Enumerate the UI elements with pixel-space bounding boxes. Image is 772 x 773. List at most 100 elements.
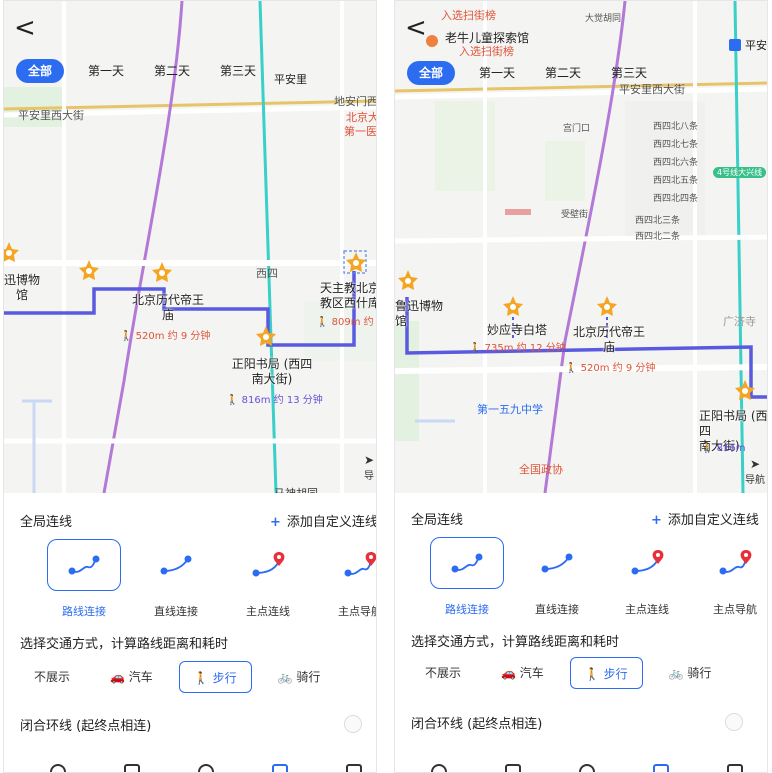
location-pin-icon[interactable] <box>255 325 277 351</box>
location-pin-icon[interactable] <box>345 251 367 277</box>
tab-day-1[interactable]: 第一天 <box>88 64 125 78</box>
distance-label: 🚶 816m <box>701 443 746 454</box>
poi-label: 北京历代帝王庙 <box>572 325 645 354</box>
transport-car[interactable]: 🚗 汽车 <box>501 666 544 680</box>
walk-icon: 🚶 <box>193 671 213 685</box>
transport-bike[interactable]: 🚲 骑行 <box>277 670 321 684</box>
map-view[interactable]: 入选扫街榜 老牛儿童探索馆 入选扫街榜 平安 平安里西大街 大觉胡同 西四北八条… <box>395 1 767 493</box>
location-pin-icon[interactable] <box>4 241 20 267</box>
car-icon: 🚗 <box>501 666 520 680</box>
mode-main-point-line[interactable]: 主点连线 <box>230 539 306 619</box>
map-view[interactable]: < 全部 第一天 第二天 第三天 平安里 平安里西大街 地安门西 北京大 第一医… <box>4 1 376 493</box>
poi-label: 妙应寺白塔 <box>486 323 547 337</box>
transport-options: 不展示 🚗 汽车 🚶 步行 🚲 骑行 <box>411 657 737 689</box>
location-icon[interactable] <box>198 764 214 772</box>
back-button[interactable]: < <box>14 13 36 43</box>
map-label-street: 平安里西大街 <box>619 83 685 96</box>
add-icon[interactable] <box>50 764 66 772</box>
map-label-hospital: 第一医 <box>344 125 376 138</box>
day-tabs: 全部 第一天 第二天 第三天 <box>407 61 677 85</box>
transport-none[interactable]: 不展示 <box>34 670 71 684</box>
mode-line-connect[interactable]: 直线连接 <box>138 539 214 619</box>
distance-label: 🚶 816m 约 13 分钟 <box>226 395 323 406</box>
mode-route-connect[interactable]: 路线连接 <box>429 537 505 617</box>
location-pin-icon[interactable] <box>78 259 100 285</box>
map-label-poi: 老牛儿童探索馆 <box>445 31 530 45</box>
map-label-street: 平安里西大街 <box>18 109 84 122</box>
navigate-icon[interactable]: ➤导航 <box>745 457 765 486</box>
tab-day-3[interactable]: 第三天 <box>220 64 257 78</box>
more-icon[interactable] <box>346 764 362 772</box>
map-label-area: 大觉胡同 <box>585 14 622 24</box>
mode-main-point-nav[interactable]: 主点导航 <box>697 537 767 617</box>
distance-label: 🚶 735m 约 12 分钟 <box>469 343 566 354</box>
add-icon[interactable] <box>431 764 447 772</box>
poi-label: 鲁迅博物馆 <box>395 299 444 328</box>
map-label-area: 西四北四条 <box>653 194 699 204</box>
route-icon[interactable] <box>272 764 288 772</box>
transport-none[interactable]: 不展示 <box>425 666 462 680</box>
poi-label: 正阳书局 (西四南大街) <box>231 357 313 386</box>
transport-walk[interactable]: 🚶 步行 <box>569 657 643 689</box>
navigate-icon[interactable]: ➤导 <box>364 453 375 482</box>
tab-day-1[interactable]: 第一天 <box>479 66 516 80</box>
location-pin-icon[interactable] <box>502 295 524 321</box>
map-label-area: 宫门口 <box>563 124 591 134</box>
location-pin-icon[interactable] <box>151 261 173 287</box>
mode-label: 主点导航 <box>338 605 376 618</box>
map-label-area: 西四北六条 <box>653 158 699 168</box>
plus-icon: + <box>651 513 662 528</box>
mode-main-point-line[interactable]: 主点连线 <box>609 537 685 617</box>
tab-day-2[interactable]: 第二天 <box>545 66 582 80</box>
mode-label: 直线连接 <box>154 605 198 618</box>
transport-walk[interactable]: 🚶 步行 <box>178 661 252 693</box>
map-label-poi: 全国政协 <box>519 463 563 476</box>
bottom-toolbar <box>4 764 376 772</box>
scan-icon[interactable] <box>505 764 521 772</box>
mode-label: 主点连线 <box>246 605 290 618</box>
transport-bike[interactable]: 🚲 骑行 <box>668 666 712 680</box>
transport-options: 不展示 🚗 汽车 🚶 步行 🚲 骑行 <box>20 661 346 693</box>
location-icon[interactable] <box>579 764 595 772</box>
loop-toggle[interactable] <box>344 715 362 733</box>
map-label-metro-line: 4号线大兴线 <box>713 167 767 178</box>
phone-screen-right: 入选扫街榜 老牛儿童探索馆 入选扫街榜 平安 平安里西大街 大觉胡同 西四北八条… <box>394 0 768 773</box>
location-pin-icon[interactable] <box>397 269 419 295</box>
map-label-hospital: 北京大 <box>346 111 376 124</box>
phone-screen-left: < 全部 第一天 第二天 第三天 平安里 平安里西大街 地安门西 北京大 第一医… <box>3 0 377 773</box>
location-pin-icon[interactable] <box>596 295 618 321</box>
back-button[interactable]: < <box>405 13 427 43</box>
poi-label: 迅博物馆 <box>4 273 41 302</box>
poi-label: 正阳书局 (西四南大街) <box>699 409 767 453</box>
loop-toggle[interactable] <box>725 713 743 731</box>
tab-all[interactable]: 全部 <box>16 59 65 83</box>
map-base <box>395 1 767 493</box>
map-label-area: 西四北八条 <box>653 122 699 132</box>
straight-line-icon <box>160 555 192 575</box>
transport-car[interactable]: 🚗 汽车 <box>110 670 153 684</box>
route-curve-icon <box>68 555 100 575</box>
loop-title: 闭合环线 (起终点相连) <box>20 719 152 734</box>
bottom-toolbar <box>395 764 767 772</box>
loop-title: 闭合环线 (起终点相连) <box>411 717 543 732</box>
more-icon[interactable] <box>727 764 743 772</box>
location-pin-icon[interactable] <box>734 379 756 405</box>
tab-day-3[interactable]: 第三天 <box>611 66 648 80</box>
add-custom-connection-button[interactable]: +添加自定义连线 <box>270 515 377 530</box>
mode-line-connect[interactable]: 直线连接 <box>519 537 595 617</box>
route-icon[interactable] <box>653 764 669 772</box>
map-label-area: 受壁街 <box>561 210 589 220</box>
tab-day-2[interactable]: 第二天 <box>154 64 191 78</box>
map-base <box>4 1 376 493</box>
map-label-school: 第一五九中学 <box>477 403 543 416</box>
map-label-metro: 平安 <box>745 39 767 52</box>
add-custom-connection-button[interactable]: +添加自定义连线 <box>651 513 759 528</box>
mode-main-point-nav[interactable]: 主点导航 <box>322 539 376 619</box>
map-label-area: 西四北三条 <box>635 216 681 226</box>
tab-all[interactable]: 全部 <box>407 61 456 85</box>
mode-route-connect[interactable]: 路线连接 <box>46 539 122 619</box>
mode-label: 直线连接 <box>535 603 579 616</box>
bike-icon: 🚲 <box>668 666 688 680</box>
scan-icon[interactable] <box>124 764 140 772</box>
